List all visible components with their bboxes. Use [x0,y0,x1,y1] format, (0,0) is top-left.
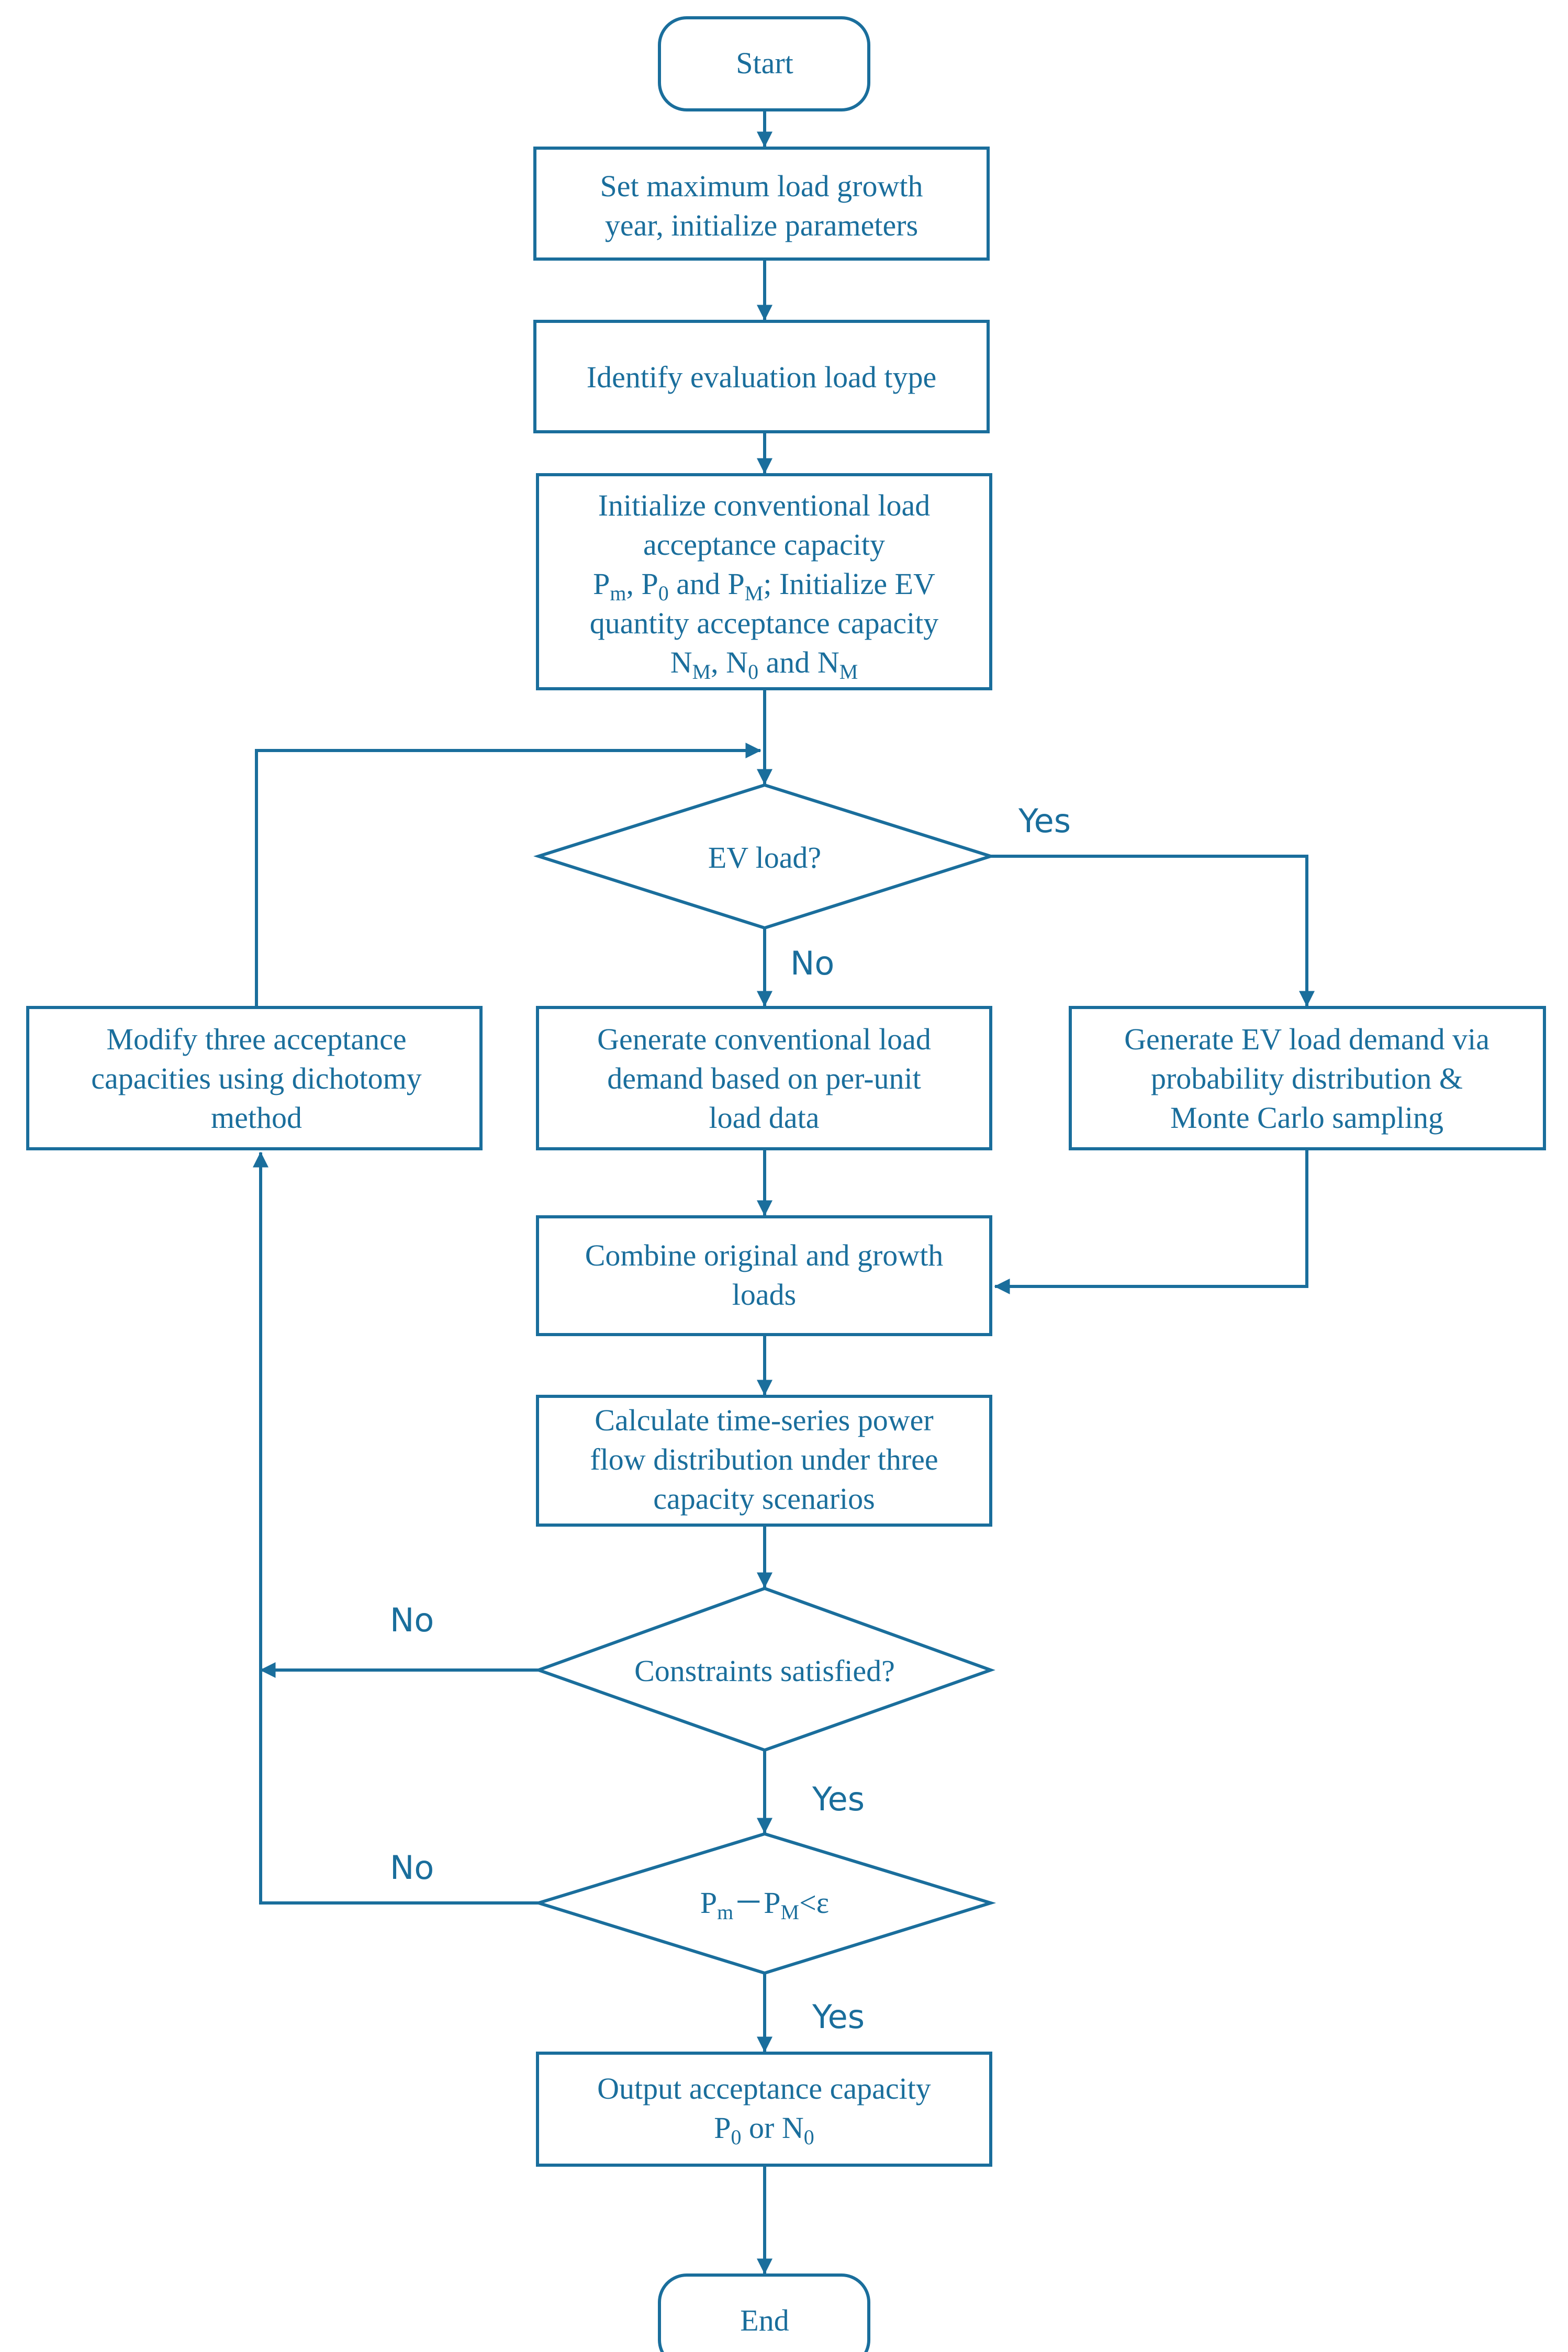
conventional-line1: Generate conventional load [597,1022,931,1056]
modify-line2: capacities using dichotomy [91,1061,421,1095]
init-line4: quantity acceptance capacity [590,606,939,640]
label-convergence-no: No [390,1849,434,1887]
init-line2: acceptance capacity [643,528,885,562]
node-ev-load-decision: EV load? [533,783,996,930]
output-line2: P0 or N0 [714,2111,814,2149]
node-modify-capacities: Modify three acceptance capacities using… [26,1006,483,1150]
modify-line1: Modify three acceptance [106,1022,406,1056]
combine-line2: loads [732,1278,796,1312]
edge-modify-loop-back [255,743,761,1006]
edge-ev-demand-to-combine [994,1149,1308,1294]
node-convergence-decision: Pm－PM<ε [533,1832,996,1975]
label-constraints-no: No [390,1601,434,1639]
set-params-line2: year, initialize parameters [605,208,918,242]
node-end: End [658,2273,870,2352]
edge-labels: Yes No No Yes No Yes [390,802,1071,2036]
identify-label: Identify evaluation load type [587,360,936,394]
init-line5: NM, N0 and NM [670,645,858,684]
label-ev-no: No [790,944,834,982]
output-line1: Output acceptance capacity [597,2071,931,2105]
node-start: Start [658,16,870,111]
conventional-line3: load data [709,1101,820,1135]
conventional-line2: demand based on per-unit [607,1061,921,1095]
node-generate-ev-demand: Generate EV load demand via probability … [1069,1006,1546,1150]
node-initialize-capacities: Initialize conventional load acceptance … [536,473,992,690]
node-generate-conventional: Generate conventional load demand based … [536,1006,992,1150]
power-flow-line2: flow distribution under three [590,1442,938,1476]
edges [253,110,1315,2275]
label-convergence-yes: Yes [812,1998,865,2036]
end-label: End [740,2303,789,2337]
label-constraints-yes: Yes [812,1780,865,1818]
ev-demand-line2: probability distribution & [1151,1061,1463,1095]
ev-demand-line3: Monte Carlo sampling [1170,1101,1443,1135]
combine-line1: Combine original and growth [585,1238,944,1272]
ev-decision-label: EV load? [708,841,821,875]
edge-convergence-no [253,1151,539,1905]
convergence-label: Pm－PM<ε [700,1886,829,1924]
start-label: Start [736,46,793,80]
modify-line3: method [211,1101,302,1135]
power-flow-line1: Calculate time-series power [595,1403,933,1437]
power-flow-line3: capacity scenarios [653,1482,875,1516]
node-power-flow: Calculate time-series power flow distrib… [536,1395,992,1527]
ev-demand-line1: Generate EV load demand via [1124,1022,1489,1056]
label-ev-yes: Yes [1018,802,1071,840]
node-output-capacity: Output acceptance capacity P0 or N0 [536,2052,992,2167]
node-identify-load-type: Identify evaluation load type [533,320,990,433]
edge-ev-decision-yes [991,855,1315,1007]
node-set-params: Set maximum load growth year, initialize… [533,147,990,261]
set-params-line1: Set maximum load growth [600,169,923,203]
node-combine-loads: Combine original and growth loads [536,1215,992,1336]
constraints-label: Constraints satisfied? [634,1654,895,1688]
node-constraints-decision: Constraints satisfied? [534,1586,995,1752]
init-line3: Pm, P0 and PM; Initialize EV [593,567,935,605]
init-line1: Initialize conventional load [598,488,931,522]
